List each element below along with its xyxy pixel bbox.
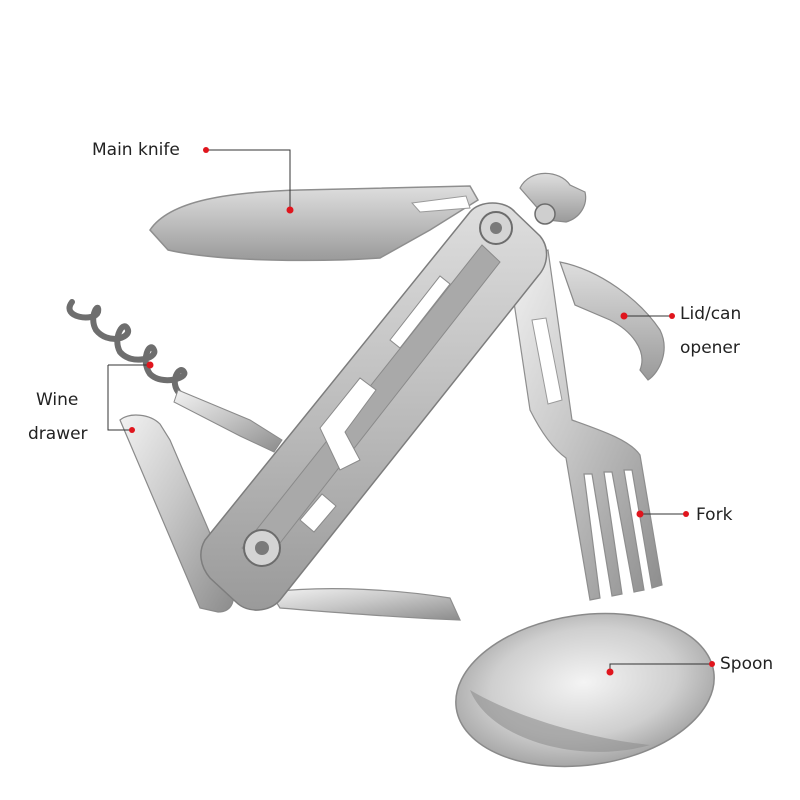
marker-dot-spoon-b — [606, 668, 614, 676]
label-wine-drawer-line2: drawer — [28, 424, 88, 444]
marker-dot-wine-a — [146, 361, 154, 369]
spoon-handle — [268, 588, 461, 621]
label-spoon: Spoon — [720, 654, 774, 674]
leader-wine-drawer — [107, 365, 132, 431]
spoon-bowl — [455, 612, 715, 768]
marker-dot-knife-a — [203, 147, 209, 153]
pivot-screw-bottom-head — [255, 541, 269, 555]
marker-dot-fork-b — [636, 510, 644, 518]
handle-slot-lower — [319, 377, 377, 471]
marker-dot-fork-a — [683, 511, 689, 517]
marker-dot-lid-b — [620, 312, 628, 320]
label-lid-can-opener-line2: opener — [680, 338, 740, 358]
can-opener-hook — [559, 261, 665, 381]
corkscrew-spiral — [66, 299, 188, 397]
marker-dot-lid-a — [669, 313, 675, 319]
label-fork: Fork — [696, 505, 733, 525]
marker-dot-knife-b — [286, 206, 294, 214]
pivot-screw-top-head — [490, 222, 502, 234]
handle-inner-rail — [241, 244, 501, 567]
handle-slot-upper — [389, 275, 451, 349]
leader-main-knife — [208, 149, 291, 210]
corkscrew-arm — [173, 389, 283, 453]
label-wine-drawer-line1: Wine — [36, 390, 79, 410]
pivot-screw-small — [534, 203, 556, 225]
label-lid-can-opener-line1: Lid/can — [680, 304, 742, 324]
fork-slot — [531, 317, 563, 405]
spoon-bowl-shadow — [470, 690, 650, 752]
bottle-ring — [519, 172, 587, 223]
label-main-knife: Main knife — [92, 140, 180, 160]
knife-nail-notch — [410, 195, 471, 213]
handle-slot-bottom — [299, 493, 337, 533]
marker-dot-spoon-a — [709, 661, 715, 667]
main-knife-blade — [149, 185, 480, 262]
marker-dot-wine-b — [129, 427, 135, 433]
